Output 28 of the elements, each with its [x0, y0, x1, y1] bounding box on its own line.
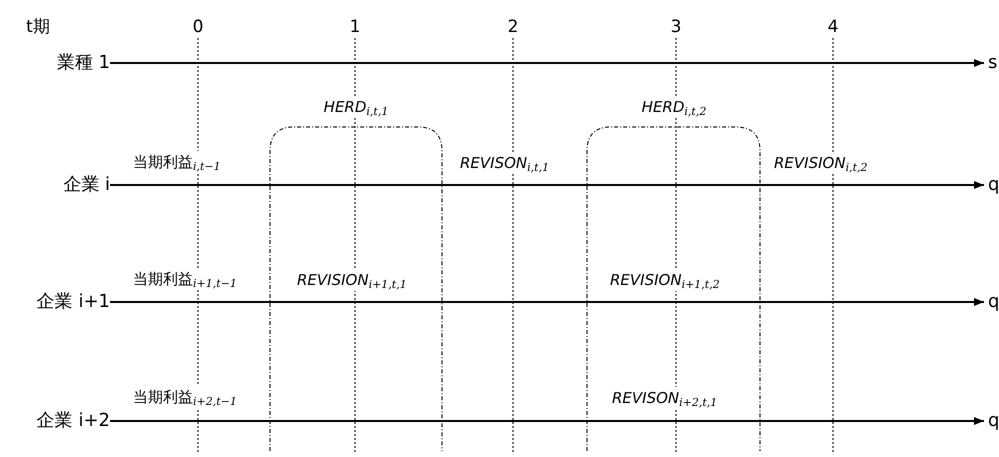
- axis-end-label: q: [988, 289, 999, 315]
- period-number: 4: [828, 16, 838, 38]
- variable-label: 当期利益$_{i,t−1}$: [133, 151, 221, 173]
- variable-label: 当期利益$_{i+2,t−1}$: [133, 386, 237, 408]
- variable-label: REVISION$_{i,t,2}$: [774, 152, 868, 174]
- axis-end-label: q: [988, 408, 999, 434]
- variable-label: REVISION$_{i+1,t,1}$: [297, 269, 407, 291]
- period-number: 3: [670, 16, 682, 38]
- timeline-arrow: [110, 298, 984, 306]
- period-number: 2: [508, 16, 518, 38]
- variable-label: REVISION$_{i+1,t,2}$: [610, 269, 720, 291]
- timeline-arrow: [110, 181, 984, 189]
- timeline-arrow: [110, 417, 984, 425]
- period-number: 1: [350, 16, 360, 38]
- group-label: HERD$_{i,t,1}$: [324, 96, 388, 118]
- variable-label: REVISON$_{i,t,1}$: [460, 152, 550, 174]
- variable-label: 当期利益$_{i+1,t−1}$: [133, 268, 237, 290]
- timeline-arrow: [110, 59, 984, 67]
- row-label: 業種 1: [20, 50, 110, 76]
- group-label: HERD$_{i,t,2}$: [642, 96, 706, 118]
- row-label: 企業 i+2: [20, 408, 110, 434]
- row-label: 企業 i+1: [20, 289, 110, 315]
- row-label: 企業 i: [20, 172, 110, 198]
- axis-title: t期: [26, 16, 50, 38]
- axis-end-label: s: [988, 50, 999, 76]
- variable-label: REVISON$_{i+2,t,1}$: [612, 387, 718, 409]
- axis-end-label: q: [988, 172, 999, 198]
- period-number: 0: [192, 16, 204, 38]
